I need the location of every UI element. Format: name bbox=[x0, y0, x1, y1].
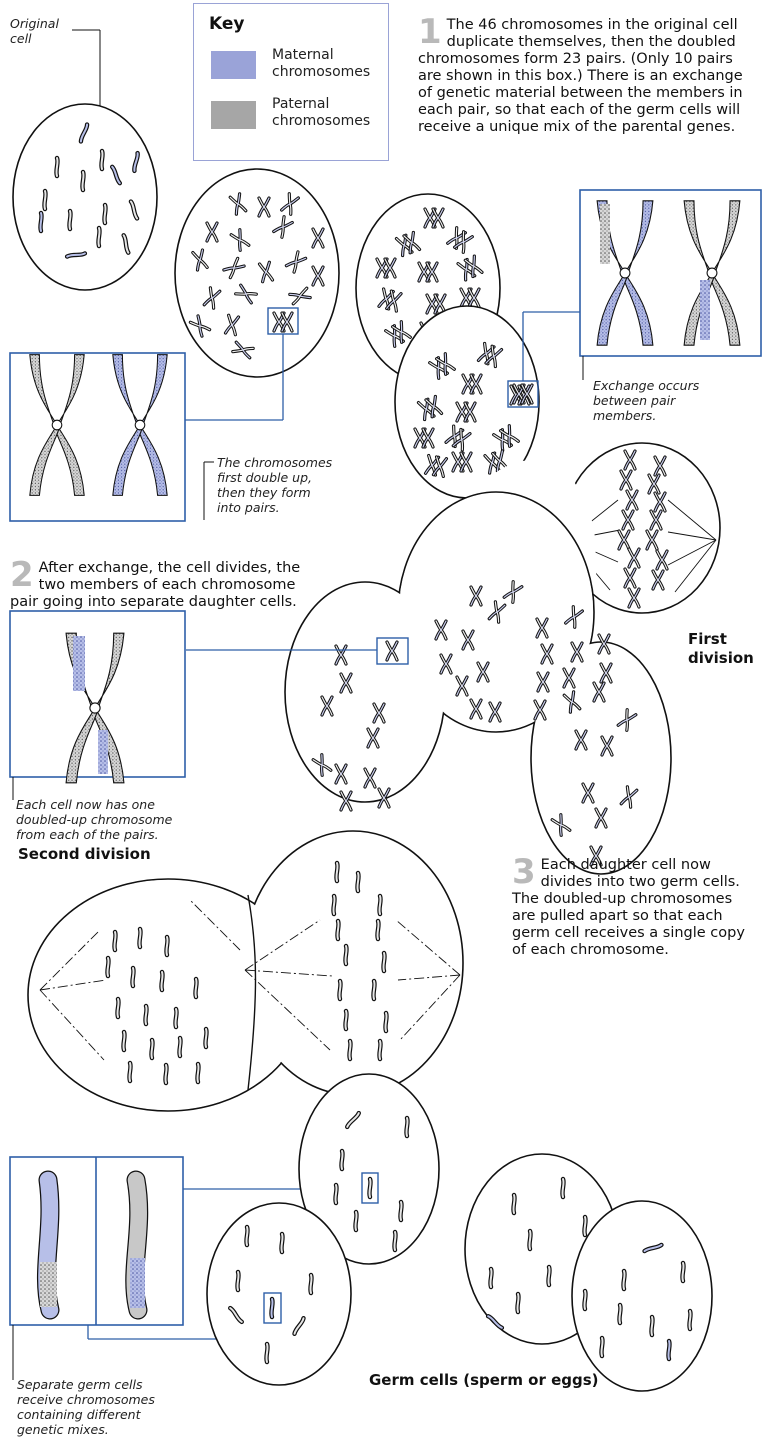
doubled-cell bbox=[175, 169, 339, 420]
exchange-box bbox=[580, 190, 761, 380]
original-cell bbox=[13, 30, 157, 290]
single-doubled-box bbox=[10, 611, 185, 800]
step-1-text: The 46 chromosomes in the original cell … bbox=[418, 17, 743, 135]
step-3-text: Each daughter cell now divides into two … bbox=[512, 857, 745, 958]
germ-cells bbox=[207, 1074, 712, 1391]
second-division-cells bbox=[28, 831, 463, 1111]
germ-cells-label: Germ cells (sperm or eggs) bbox=[369, 1371, 599, 1389]
step-1-number: 1 bbox=[418, 17, 442, 47]
exchange-note: Exchange occurs between pair members. bbox=[593, 378, 699, 423]
key-box: Key Maternal chromosomes Paternal chromo… bbox=[193, 3, 389, 161]
maternal-swatch bbox=[211, 51, 256, 79]
paternal-swatch bbox=[211, 101, 256, 129]
maternal-label: Maternal chromosomes bbox=[272, 47, 370, 81]
step-3-number: 3 bbox=[512, 857, 536, 887]
second-division-label: Second division bbox=[18, 845, 151, 863]
key-title: Key bbox=[209, 14, 245, 34]
step-2-number: 2 bbox=[10, 560, 34, 590]
step-2-text: After exchange, the cell divides, the tw… bbox=[10, 560, 300, 610]
doubled-note: Each cell now has one doubled-up chromos… bbox=[16, 797, 172, 842]
germ-note: Separate germ cells receive chromosomes … bbox=[17, 1377, 155, 1437]
paternal-label: Paternal chromosomes bbox=[272, 96, 370, 130]
pairs-box bbox=[10, 353, 214, 521]
pairs-note: The chromosomes first double up, then th… bbox=[217, 455, 332, 515]
original-cell-label: Original cell bbox=[10, 16, 59, 46]
first-division-label: First division bbox=[688, 630, 754, 668]
